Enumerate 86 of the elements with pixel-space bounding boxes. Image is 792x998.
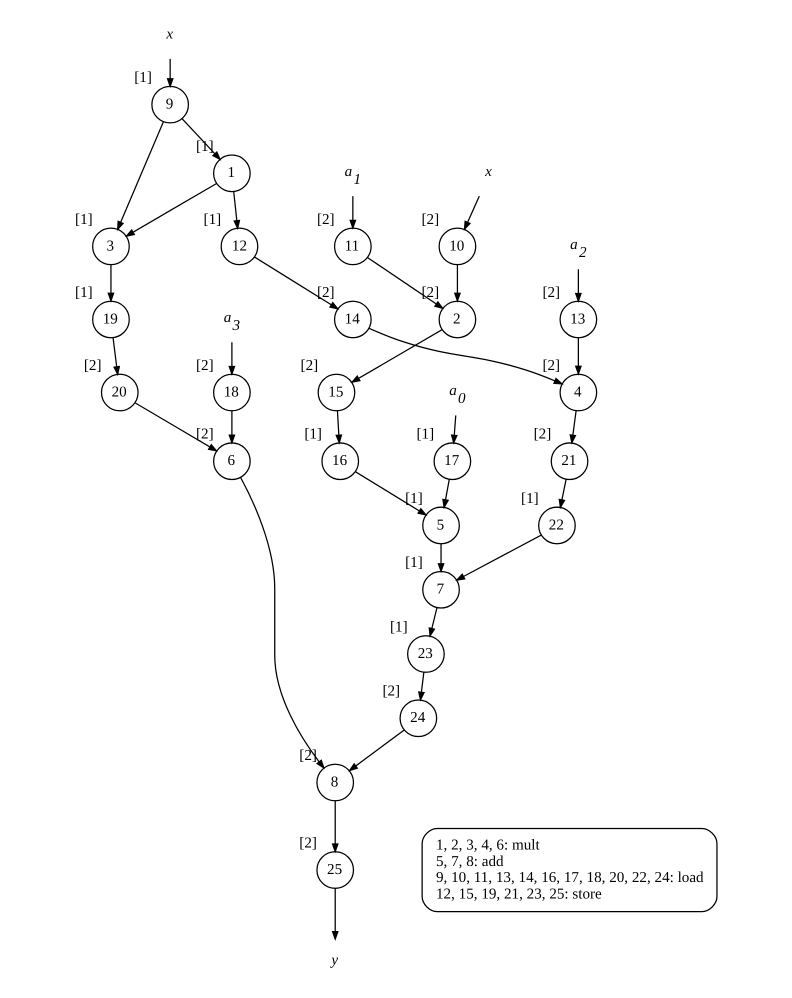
node-text: x (485, 164, 492, 180)
node-label: [1] (304, 426, 322, 443)
node-circle: 10 (438, 228, 476, 266)
node-circle: 4 (559, 374, 598, 412)
node-label: [2] (542, 358, 560, 374)
node-label: [2] (534, 426, 552, 443)
node-circle: 8 (316, 764, 354, 802)
node-circle: 7 (422, 570, 460, 609)
arrow (455, 534, 542, 581)
node-circle: 22 (538, 506, 576, 544)
node-circle: 17 (433, 442, 472, 480)
node-label: [2] (196, 426, 214, 443)
node-circle: 9 (151, 86, 190, 124)
node-circle: 19 (92, 300, 130, 338)
node-circle: 24 (399, 699, 438, 738)
node-circle: 5 (422, 506, 460, 544)
arrow (228, 410, 236, 445)
arrow (442, 479, 450, 510)
arrow (233, 192, 240, 230)
arrow (464, 196, 480, 232)
node-circle: 12 (220, 228, 258, 266)
node-circle: 2 (438, 300, 476, 338)
arrow (332, 888, 339, 942)
node-circle: 16 (321, 442, 360, 480)
arrow (569, 410, 577, 445)
arrow (418, 672, 425, 702)
arrow (369, 328, 564, 385)
arrow (124, 182, 217, 237)
node-circle: 15 (318, 374, 356, 412)
node-label: [2] (542, 284, 560, 301)
node-label: [2] (422, 284, 440, 301)
node-label: [1] (405, 555, 423, 572)
node-circle: 25 (316, 851, 354, 889)
node-circle: 20 (100, 374, 139, 412)
arrow (450, 415, 458, 445)
arrow (116, 122, 164, 232)
node-label: [1] (75, 284, 93, 301)
arrow (454, 264, 461, 303)
node-label: [1] (204, 212, 222, 228)
arrow (438, 544, 445, 574)
node-circle: 23 (407, 635, 445, 673)
node-label: [2] (299, 748, 317, 764)
arrow (355, 471, 428, 516)
node-circle: 1 (213, 154, 251, 192)
arrow (335, 410, 342, 445)
arrow (428, 608, 438, 638)
node-circle: 18 (213, 374, 251, 412)
arrow (166, 58, 174, 88)
arrow (107, 264, 114, 303)
node-label: [1] (521, 490, 539, 507)
node-label: [2] (84, 358, 102, 374)
arrow (558, 479, 567, 510)
arrow (112, 338, 120, 376)
node-label: [2] (422, 212, 440, 228)
node-label: [1] (75, 212, 93, 228)
node-label: [2] (196, 358, 214, 374)
node-label: [2] (382, 684, 400, 700)
arrow (348, 729, 405, 772)
arrow (367, 256, 444, 310)
arrow (332, 800, 339, 854)
arrow (182, 118, 222, 161)
node-circle: 21 (550, 442, 588, 480)
arrow (350, 329, 442, 384)
arrow (228, 342, 236, 376)
node-circle: 13 (559, 300, 598, 338)
node-circle: 3 (92, 228, 130, 266)
arrow (240, 477, 325, 770)
node-circle: 11 (334, 228, 372, 266)
node-label: [1] (134, 70, 152, 86)
arrow (254, 256, 340, 310)
node-box: 1, 2, 3, 4, 6: mult 5, 7, 8: add 9, 10, 11, 13, 14, 16, 17, 18, 20, 22, 24: load 12, 15, 19, 21, 23, 25: store (422, 828, 718, 912)
node-label: [1] (405, 490, 423, 507)
arrow (349, 196, 356, 230)
node-label: [1] (390, 619, 408, 636)
node-text: y (331, 952, 338, 969)
node-circle: 14 (334, 300, 372, 338)
node-label: [2] (316, 212, 335, 228)
node-text: x (166, 26, 174, 43)
arrow (574, 269, 582, 303)
node-label: [1] (416, 426, 434, 443)
node-circle: 6 (213, 442, 251, 480)
node-label: [2] (300, 358, 318, 374)
node-label: [2] (316, 284, 335, 301)
arrow (135, 402, 218, 452)
arrow (574, 338, 582, 376)
node-label: [2] (299, 835, 317, 852)
